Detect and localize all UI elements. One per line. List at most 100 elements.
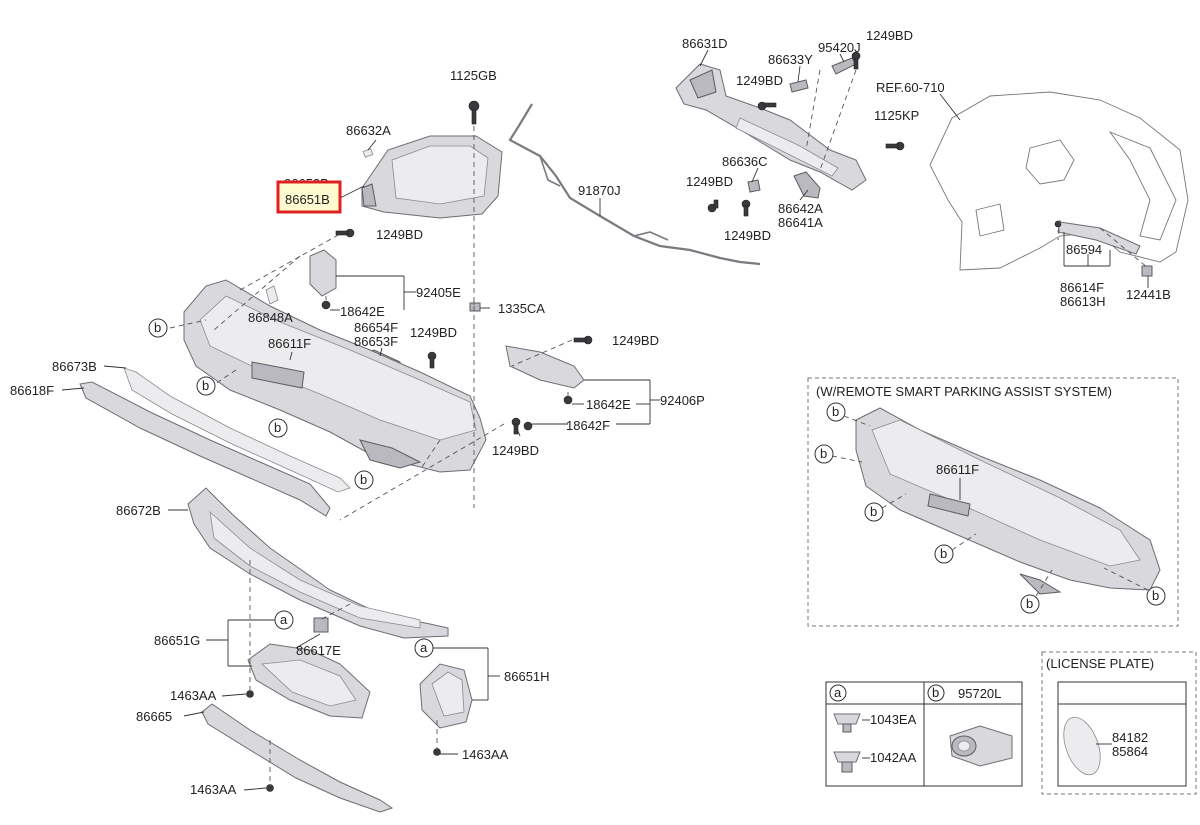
diffuser-86672B (187, 487, 449, 639)
strip-86618F (79, 381, 331, 517)
bolt-1249BD-b (707, 199, 719, 213)
inset-callout-b-3: b (870, 504, 877, 519)
clip-18642E-a (321, 300, 331, 310)
label-86618F: 86618F (10, 383, 54, 398)
legend-a-part2: 1042AA (870, 750, 917, 765)
label-86654F: 86654F (354, 320, 398, 335)
label-1335CA: 1335CA (498, 301, 545, 316)
alignment-lines (169, 69, 1149, 786)
license-lamp-icon (1063, 716, 1101, 776)
strip-86665 (201, 703, 394, 813)
label-1249BD-b: 1249BD (686, 174, 733, 189)
label-86673B: 86673B (52, 359, 97, 374)
label-1463AA-a: 1463AA (170, 688, 217, 703)
part-95420J (831, 57, 857, 75)
label-ref: REF.60-710 (876, 80, 945, 95)
rear-bracket-86631D (675, 63, 867, 191)
label-86641A: 86641A (778, 215, 823, 230)
label-86651G: 86651G (154, 633, 200, 648)
highlight-box[interactable] (276, 180, 342, 214)
label-86848A: 86848A (248, 310, 293, 325)
inset-parking-assist: (W/REMOTE SMART PARKING ASSIST SYSTEM) 8… (807, 377, 1179, 627)
part-86632A (362, 148, 374, 158)
label-18642E-b: 18642E (586, 397, 631, 412)
inset-callout-b-2: b (820, 446, 827, 461)
bolt-1125GB (468, 100, 480, 125)
part-86642A (793, 171, 821, 199)
holder-92406P (505, 345, 585, 389)
fender-reference (929, 91, 1189, 271)
label-92406P: 92406P (660, 393, 705, 408)
inset-callout-b-5: b (1026, 596, 1033, 611)
label-86633Y: 86633Y (768, 52, 813, 67)
part-86617E (313, 617, 329, 633)
license-part2: 85864 (1112, 744, 1148, 759)
bolt-1249BD-f (573, 335, 593, 345)
label-1249BD-top: 1249BD (866, 28, 913, 43)
callout-b-1: b (154, 320, 161, 335)
label-86611F-inset: 86611F (936, 462, 979, 477)
bolt-1249BD-e (427, 351, 437, 369)
label-92405E: 92405E (416, 285, 461, 300)
bracket-92405E (309, 249, 337, 297)
label-18642F: 18642F (566, 418, 610, 433)
label-86651H: 86651H (504, 669, 550, 684)
label-86651B[interactable]: 86651B (285, 192, 330, 207)
label-86613H: 86613H (1060, 294, 1106, 309)
label-1463AA-c: 1463AA (462, 747, 509, 762)
label-12441B: 12441B (1126, 287, 1171, 302)
inset-callout-b-1: b (832, 404, 839, 419)
label-1125GB: 1125GB (450, 68, 497, 83)
side-cover-86651B (361, 135, 503, 219)
part-86633Y (789, 79, 809, 93)
inset-callout-b-4: b (940, 546, 947, 561)
label-86636C: 86636C (722, 154, 768, 169)
label-1249BD-a: 1249BD (736, 73, 783, 88)
bolt-1249BD-c (741, 199, 751, 217)
part-86848A (265, 285, 279, 305)
inset-title: (W/REMOTE SMART PARKING ASSIST SYSTEM) (816, 384, 1112, 399)
license-plate-box: (LICENSE PLATE) 84182 85864 (1041, 651, 1197, 795)
bolt-1249BD-g (511, 417, 521, 435)
clip-1042AA-icon (833, 751, 861, 773)
clip-18642E-b (563, 395, 573, 405)
label-86614F: 86614F (1060, 280, 1104, 295)
strip-86673B (123, 367, 351, 493)
clip-1463AA-a (246, 690, 254, 698)
license-part1: 84182 (1112, 730, 1148, 745)
callouts: b b b b a a (148, 318, 434, 658)
leader-lines (61, 49, 1149, 791)
label-95420J: 95420J (818, 40, 861, 55)
callout-b-2: b (202, 378, 209, 393)
label-86632A: 86632A (346, 123, 391, 138)
label-86617E: 86617E (296, 643, 341, 658)
clip-1463AA-b (266, 784, 274, 792)
legend-table: a b 95720L 1043EA 1042AA (825, 681, 1023, 787)
label-1249BD-g: 1249BD (492, 443, 539, 458)
label-86611F: 86611F (268, 336, 311, 351)
rear-bumper-86611F (183, 279, 487, 473)
inset-callout-b-6: b (1152, 588, 1159, 603)
label-86672B: 86672B (116, 503, 161, 518)
label-18642E-a: 18642E (340, 304, 385, 319)
license-title: (LICENSE PLATE) (1046, 656, 1154, 671)
callout-b-4: b (360, 472, 367, 487)
label-1463AA-b: 1463AA (190, 782, 237, 797)
label-91870J: 91870J (578, 183, 621, 198)
label-1249BD-f: 1249BD (612, 333, 659, 348)
legend-col-b: b (932, 685, 939, 700)
part-labels: 86631D 86633Y 95420J 1249BD 1249BD 1125K… (10, 28, 1171, 797)
clip-1043EA-icon (833, 713, 861, 733)
part-86636C (747, 179, 761, 193)
legend-a-part1: 1043EA (870, 712, 917, 727)
label-1249BD-c: 1249BD (724, 228, 771, 243)
nut-1335CA (469, 302, 481, 312)
label-86665: 86665 (136, 709, 172, 724)
label-86642A: 86642A (778, 201, 823, 216)
label-1125KP: 1125KP (874, 108, 919, 123)
clip-18642F (523, 421, 533, 431)
bolt-1125KP (885, 141, 905, 151)
parking-sensor-95720L-icon (949, 725, 1013, 767)
